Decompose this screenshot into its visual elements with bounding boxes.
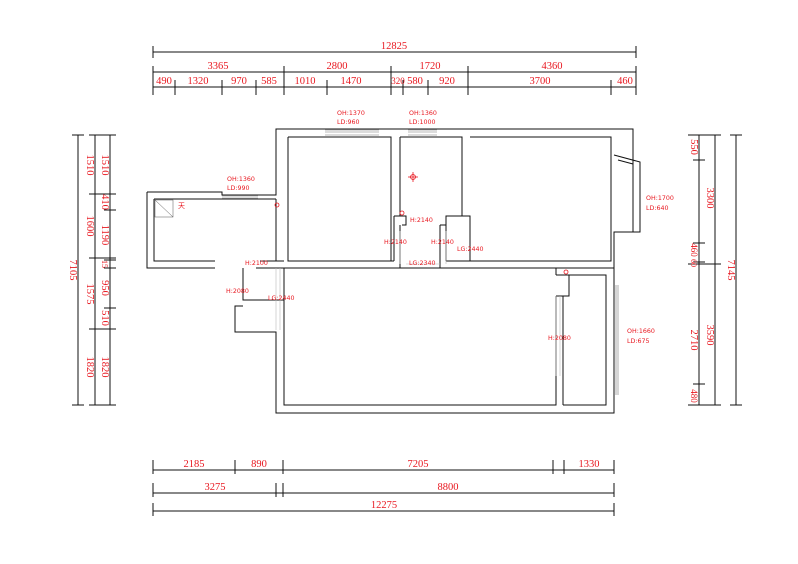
door-lg-label-2: LG:2340 (409, 260, 436, 267)
dim-right-inner-5: 480 (689, 389, 699, 403)
door-lg-label-1: LG:2440 (457, 246, 484, 253)
dim-left-inner-6: 510 (99, 310, 110, 326)
window-3-ld: LD:990 (227, 185, 250, 192)
dim-left-outer-3: 1575 (84, 284, 95, 305)
dim-right-outer-2: 3590 (704, 325, 715, 346)
top-dimension-lines (152, 46, 637, 95)
dim-right-total: 7145 (725, 260, 736, 281)
window-2 (408, 129, 437, 136)
dim-top-seg-2: 2800 (327, 61, 348, 72)
dim-top-sub-4: 585 (261, 76, 277, 87)
dim-top-sub-3: 970 (231, 76, 247, 87)
window-3 (222, 195, 258, 199)
window-2-ld: LD:1000 (409, 119, 436, 126)
dim-top-sub-7: 320 (391, 76, 405, 86)
dim-right-inner-2: 460 (689, 243, 699, 257)
dim-top-sub-9: 920 (439, 76, 455, 87)
window-3-oh: OH:1360 (227, 176, 255, 183)
bottom-dimension-lines (152, 460, 615, 516)
dim-left-inner-2: 410 (99, 194, 110, 210)
dim-bottom-row1-4: 1330 (579, 459, 600, 470)
marker-bedroom-3 (563, 269, 569, 275)
window-5-ld: LD:675 (627, 338, 650, 345)
living-area (242, 268, 284, 301)
dim-left-outer-4: 1820 (84, 357, 95, 378)
left-dimension-lines (72, 134, 116, 406)
dim-top-sub-2: 1320 (188, 76, 209, 87)
door-height-label-5: H:2080 (226, 288, 249, 295)
dim-right-inner-3: 60 (689, 259, 698, 267)
window-1-oh: OH:1370 (337, 110, 365, 117)
window-4-oh: OH:1700 (646, 195, 674, 202)
dim-bottom-row2-2: 8800 (438, 482, 459, 493)
dim-left-inner-7: 1820 (99, 357, 110, 378)
dim-left-inner-3: 1190 (99, 225, 110, 246)
marker-middle-room (399, 210, 405, 216)
dim-bottom-row1-1: 2185 (184, 459, 205, 470)
dim-bottom-total: 12275 (371, 500, 397, 511)
windows (222, 129, 619, 395)
dim-top-sub-11: 460 (617, 76, 633, 87)
dim-top-seg-4: 4360 (542, 61, 563, 72)
dim-right-inner-1: 550 (688, 139, 699, 155)
outer-wall (147, 128, 634, 414)
crosshair-marker (408, 172, 418, 182)
right-dimension-lines (688, 134, 742, 406)
door-height-label-4: H:2100 (245, 260, 268, 267)
door-height-label-6: H:2080 (548, 335, 571, 342)
dim-left-inner-1: 1510 (99, 155, 110, 176)
window-2-oh: OH:1360 (409, 110, 437, 117)
door-height-label-3: H:2140 (431, 239, 454, 246)
dim-bottom-row1-3: 7205 (408, 459, 429, 470)
dim-bottom-row2-1: 3275 (205, 482, 226, 493)
dim-left-outer-2: 1600 (84, 216, 95, 237)
dim-top-sub-10: 3700 (530, 76, 551, 87)
bedroom-2 (462, 136, 612, 262)
window-5-oh: OH:1660 (627, 328, 655, 335)
dim-right-inner-4: 2710 (688, 330, 699, 351)
dim-top-seg-3: 1720 (420, 61, 441, 72)
balcony-label: 天 (178, 202, 185, 210)
walls (146, 128, 641, 414)
middle-room (400, 136, 463, 226)
window-1-ld: LD:960 (337, 119, 360, 126)
dim-top-sub-6: 1470 (341, 76, 362, 87)
window-5 (615, 285, 619, 395)
dim-left-inner-5: 950 (99, 280, 110, 296)
dim-bottom-row1-2: 890 (251, 459, 267, 470)
dim-left-outer-1: 1510 (84, 155, 95, 176)
window-1 (325, 129, 379, 136)
bedroom-1 (288, 136, 392, 261)
dim-top-sub-8: 580 (407, 76, 423, 87)
stair-symbol (154, 199, 174, 218)
door-height-label-2: H:2140 (384, 239, 407, 246)
dim-top-sub-5: 1010 (295, 76, 316, 87)
dim-top-seg-1: 3365 (208, 61, 229, 72)
dim-left-inner-4: 15 (100, 260, 109, 268)
window-4-ld: LD:640 (646, 205, 669, 212)
markers (154, 172, 569, 275)
dim-left-total: 7105 (67, 260, 78, 281)
dim-right-outer-1: 3300 (704, 188, 715, 209)
dim-top-total: 12825 (381, 41, 407, 52)
door-height-label-1: H:2140 (410, 217, 433, 224)
door-lg-label-3: LG:2440 (268, 295, 295, 302)
marker-balcony (274, 202, 280, 208)
dim-top-sub-1: 490 (156, 76, 172, 87)
